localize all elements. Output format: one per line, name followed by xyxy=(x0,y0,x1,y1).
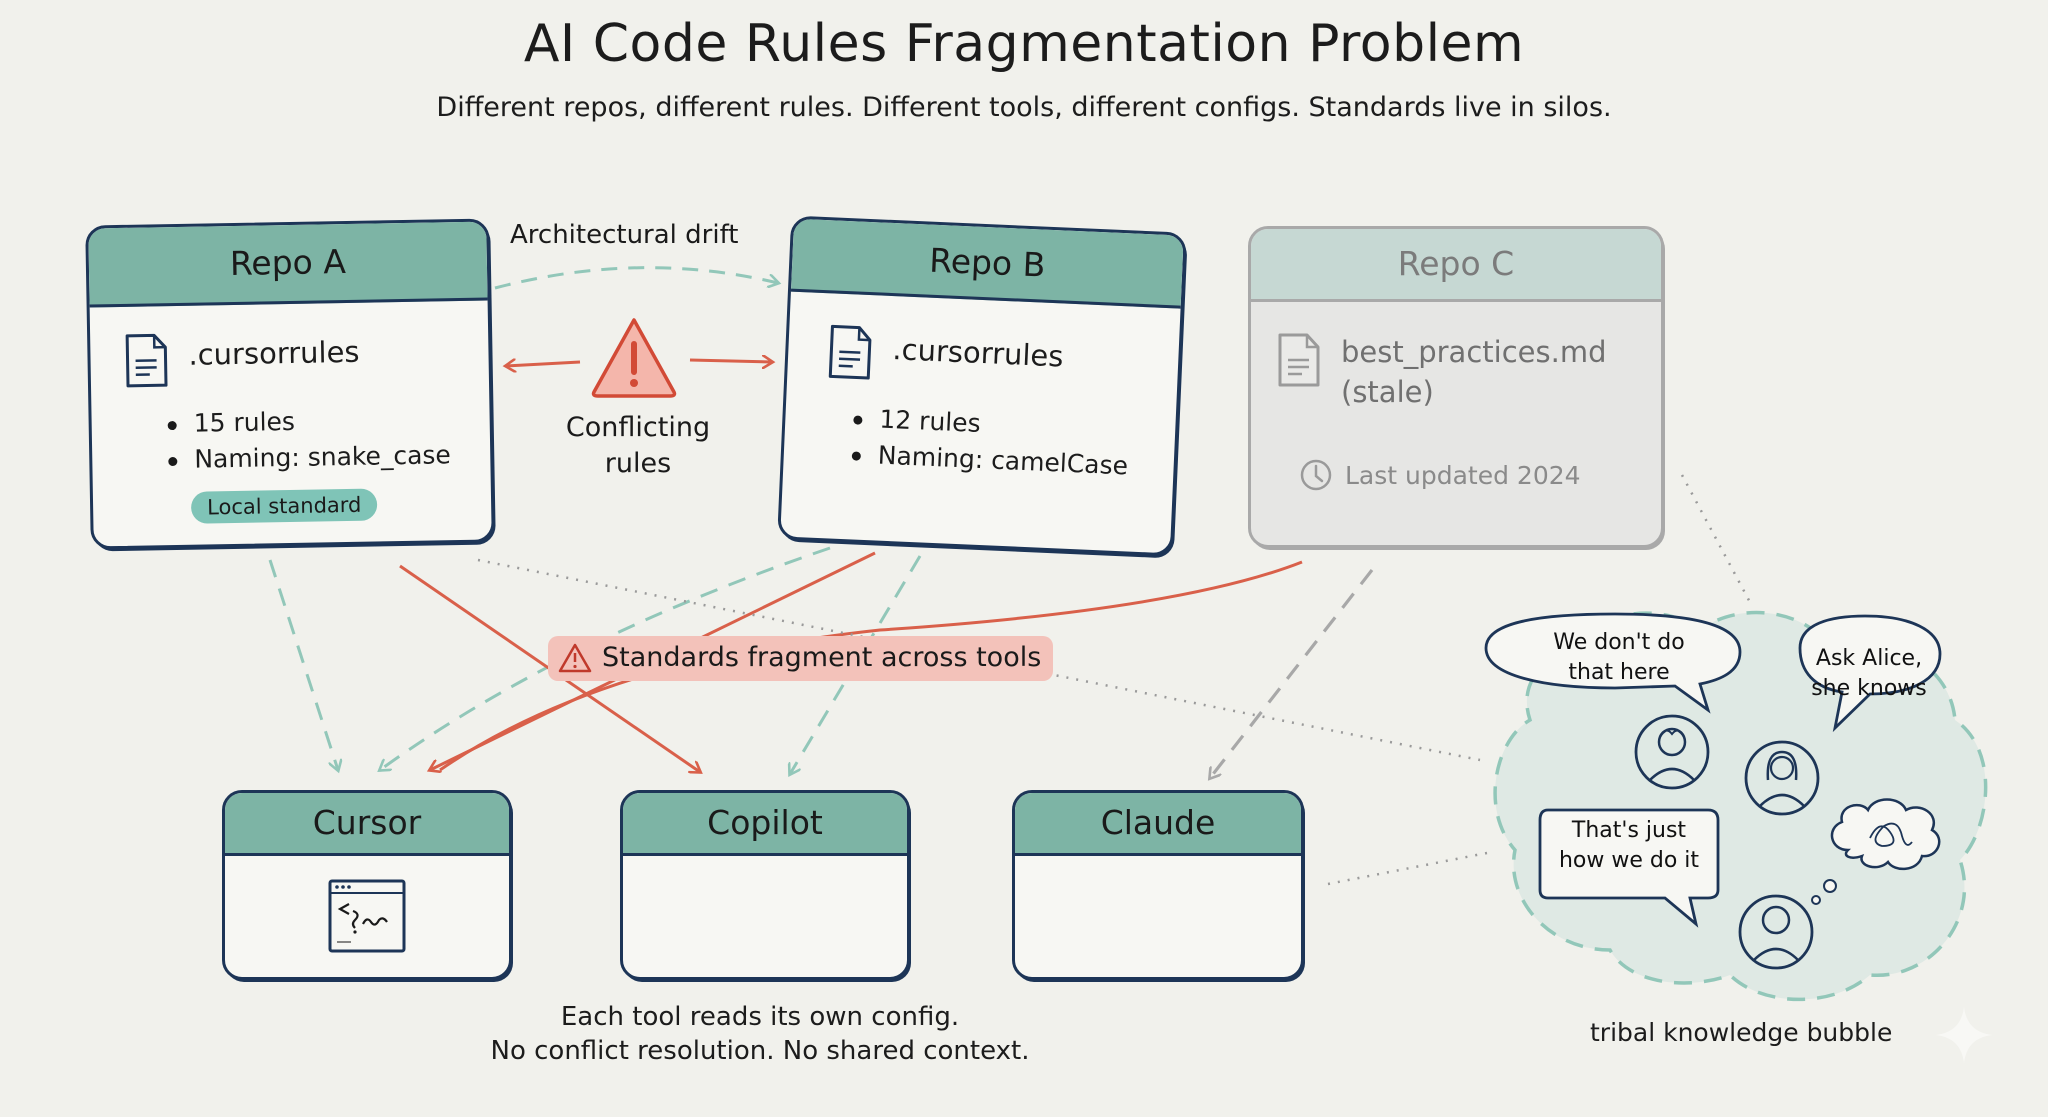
flow-a-cursor xyxy=(268,559,338,770)
code-window-icon xyxy=(328,879,406,953)
speech-bubble-3-text: That's just how we do it xyxy=(1544,816,1714,876)
repo-c-card[interactable]: Repo C best_practices.md (stale) Last up… xyxy=(1248,226,1664,548)
tool-claude-card[interactable]: Claude xyxy=(1012,790,1304,980)
repo-a-file[interactable]: .cursorrules xyxy=(124,327,489,389)
repo-b-file[interactable]: .cursorrules xyxy=(827,323,1179,394)
tools-caption-line1: Each tool reads its own config. xyxy=(560,1002,960,1032)
speech-bubble-2-line2: she knows xyxy=(1811,676,1927,701)
conflict-arrow-right xyxy=(689,360,772,362)
speech-bubble-3 xyxy=(1538,808,1720,928)
speech-bubble-2-text: Ask Alice, she knows xyxy=(1804,644,1934,704)
page-title: AI Code Rules Fragmentation Problem xyxy=(523,14,1525,74)
repo-c-filename-block: best_practices.md (stale) xyxy=(1341,332,1606,412)
speech-bubble-3-line2: how we do it xyxy=(1558,848,1700,873)
repo-b-filename: .cursorrules xyxy=(891,332,1065,374)
repo-c-status: Last updated 2024 xyxy=(1299,458,1661,492)
conflict-arrow-left xyxy=(506,362,581,366)
sparkle-icon xyxy=(1936,1007,1992,1063)
tribal-knowledge-label: tribal knowledge bubble xyxy=(1590,1018,1893,1047)
local-standard-badge: Local standard xyxy=(190,488,378,524)
fragment-warning-text: Standards fragment across tools xyxy=(602,642,1042,673)
repo-c-stale-note: (stale) xyxy=(1341,375,1434,409)
clock-icon xyxy=(1300,459,1332,491)
repo-a-rule: 15 rules xyxy=(163,401,490,443)
tribal-figures xyxy=(1484,612,1942,970)
person-icon xyxy=(1634,714,1710,790)
tool-copilot-card[interactable]: Copilot xyxy=(620,790,910,980)
tool-cursor-card[interactable]: Cursor xyxy=(222,790,512,980)
speech-bubble-3-line1: That's just xyxy=(1571,818,1687,843)
person-female-icon xyxy=(1744,740,1820,816)
flow-b-cursor xyxy=(380,546,831,770)
repo-a-filename: .cursorrules xyxy=(188,334,360,372)
speech-bubble-1 xyxy=(1484,612,1742,714)
conflict-label-line1: Conflicting xyxy=(565,412,711,443)
tools-caption-line2: No conflict resolution. No shared contex… xyxy=(490,1036,1030,1066)
conflict-c-cursor xyxy=(439,560,1303,772)
tools-caption: Each tool reads its own config. No confl… xyxy=(380,1000,1140,1068)
conflict-warning-icon xyxy=(591,318,677,398)
document-icon xyxy=(125,333,168,388)
speech-bubble-1-line1: We don't do xyxy=(1553,630,1685,655)
document-icon xyxy=(828,324,872,380)
drift-label: Architectural drift xyxy=(510,220,739,250)
repo-c-status-text: Last updated 2024 xyxy=(1345,460,1581,490)
tool-claude-title: Claude xyxy=(1015,793,1301,856)
drift-arrow xyxy=(494,266,778,290)
speech-bubble-2-line1: Ask Alice, xyxy=(1815,646,1923,671)
fragment-warning-pill: Standards fragment across tools xyxy=(548,636,1054,681)
dotted-c-tribal xyxy=(1680,474,1754,607)
conflict-label-line2: rules xyxy=(604,448,672,479)
repo-a-card[interactable]: Repo A .cursorrules 15 rules Naming: sna… xyxy=(85,218,495,550)
person-icon xyxy=(1738,894,1814,970)
speech-bubble-1-line2: that here xyxy=(1568,660,1670,685)
repo-a-rule: Naming: snake_case xyxy=(164,437,491,479)
repo-a-rules: 15 rules Naming: snake_case xyxy=(163,401,490,479)
repo-c-filename: best_practices.md xyxy=(1341,335,1607,369)
dotted-claude-tribal xyxy=(1327,850,1493,886)
flow-c-claude xyxy=(1210,569,1374,778)
tool-copilot-title: Copilot xyxy=(623,793,907,856)
repo-b-rules: 12 rules Naming: camelCase xyxy=(847,400,1176,486)
tool-cursor-title: Cursor xyxy=(225,793,509,856)
tangled-thought-icon xyxy=(1811,798,1941,905)
tribal-cloud xyxy=(1493,610,1988,1002)
repo-c-title: Repo C xyxy=(1251,229,1661,302)
repo-c-file[interactable]: best_practices.md (stale) xyxy=(1277,332,1661,412)
repo-b-card[interactable]: Repo B .cursorrules 12 rules Naming: cam… xyxy=(777,215,1187,557)
conflict-label: Conflicting rules xyxy=(548,410,728,482)
warning-triangle-icon xyxy=(558,643,592,672)
speech-bubble-2 xyxy=(1798,614,1942,733)
repo-a-title: Repo A xyxy=(88,221,488,308)
document-icon xyxy=(1278,333,1320,387)
page-subtitle: Different repos, different rules. Differ… xyxy=(436,92,1612,123)
speech-bubble-1-text: We don't do that here xyxy=(1494,628,1744,688)
